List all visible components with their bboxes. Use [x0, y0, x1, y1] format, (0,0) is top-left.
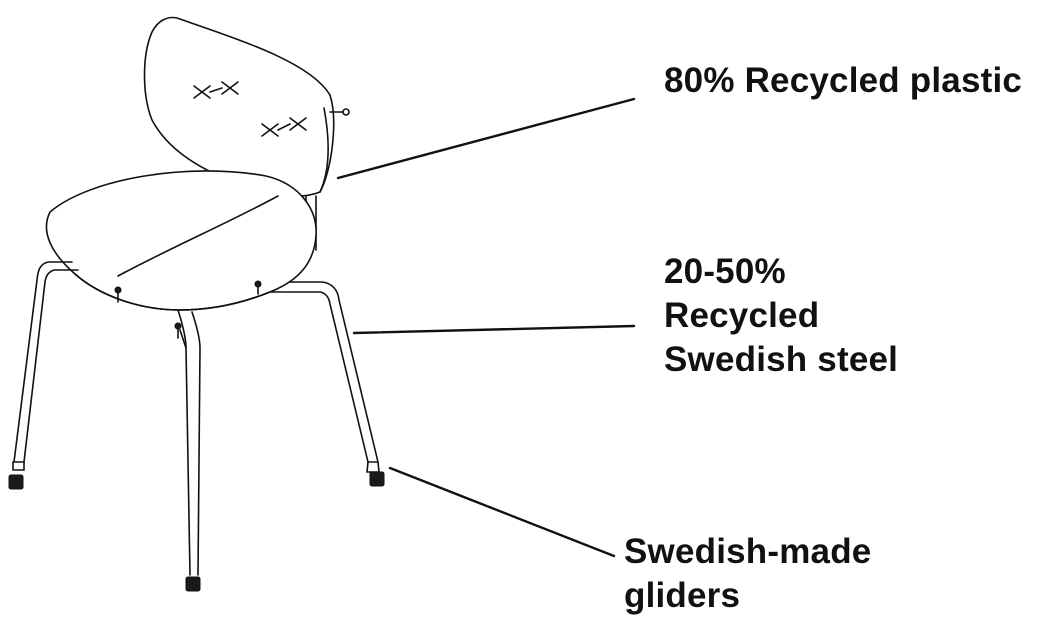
callout-plastic-line: 80% Recycled plastic: [664, 61, 1023, 100]
backrest-clips: [193, 81, 307, 137]
glider-front: [185, 576, 201, 592]
callout-gliders: Swedish-made gliders: [624, 530, 871, 618]
callout-gliders-line-2: gliders: [624, 576, 741, 615]
callout-plastic: 80% Recycled plastic: [664, 59, 1022, 103]
screws: [114, 280, 262, 339]
callout-steel-line-2: Recycled: [664, 296, 820, 335]
backrest: [143, 16, 350, 197]
glider-right: [369, 471, 385, 487]
leg-front-left: [12, 261, 79, 471]
callout-steel: 20-50% Recycled Swedish steel: [664, 250, 898, 382]
callout-gliders-line-1: Swedish-made: [624, 532, 872, 571]
seat: [45, 170, 317, 311]
leg-rear-right: [261, 281, 380, 473]
pointer-plastic: [336, 97, 636, 180]
callout-steel-line-1: 20-50%: [664, 252, 786, 291]
pointer-gliders: [388, 466, 616, 558]
callout-steel-line-3: Swedish steel: [664, 340, 899, 379]
glider-left: [8, 474, 24, 490]
leg-front-right: [177, 309, 201, 576]
pointer-steel: [352, 324, 636, 335]
